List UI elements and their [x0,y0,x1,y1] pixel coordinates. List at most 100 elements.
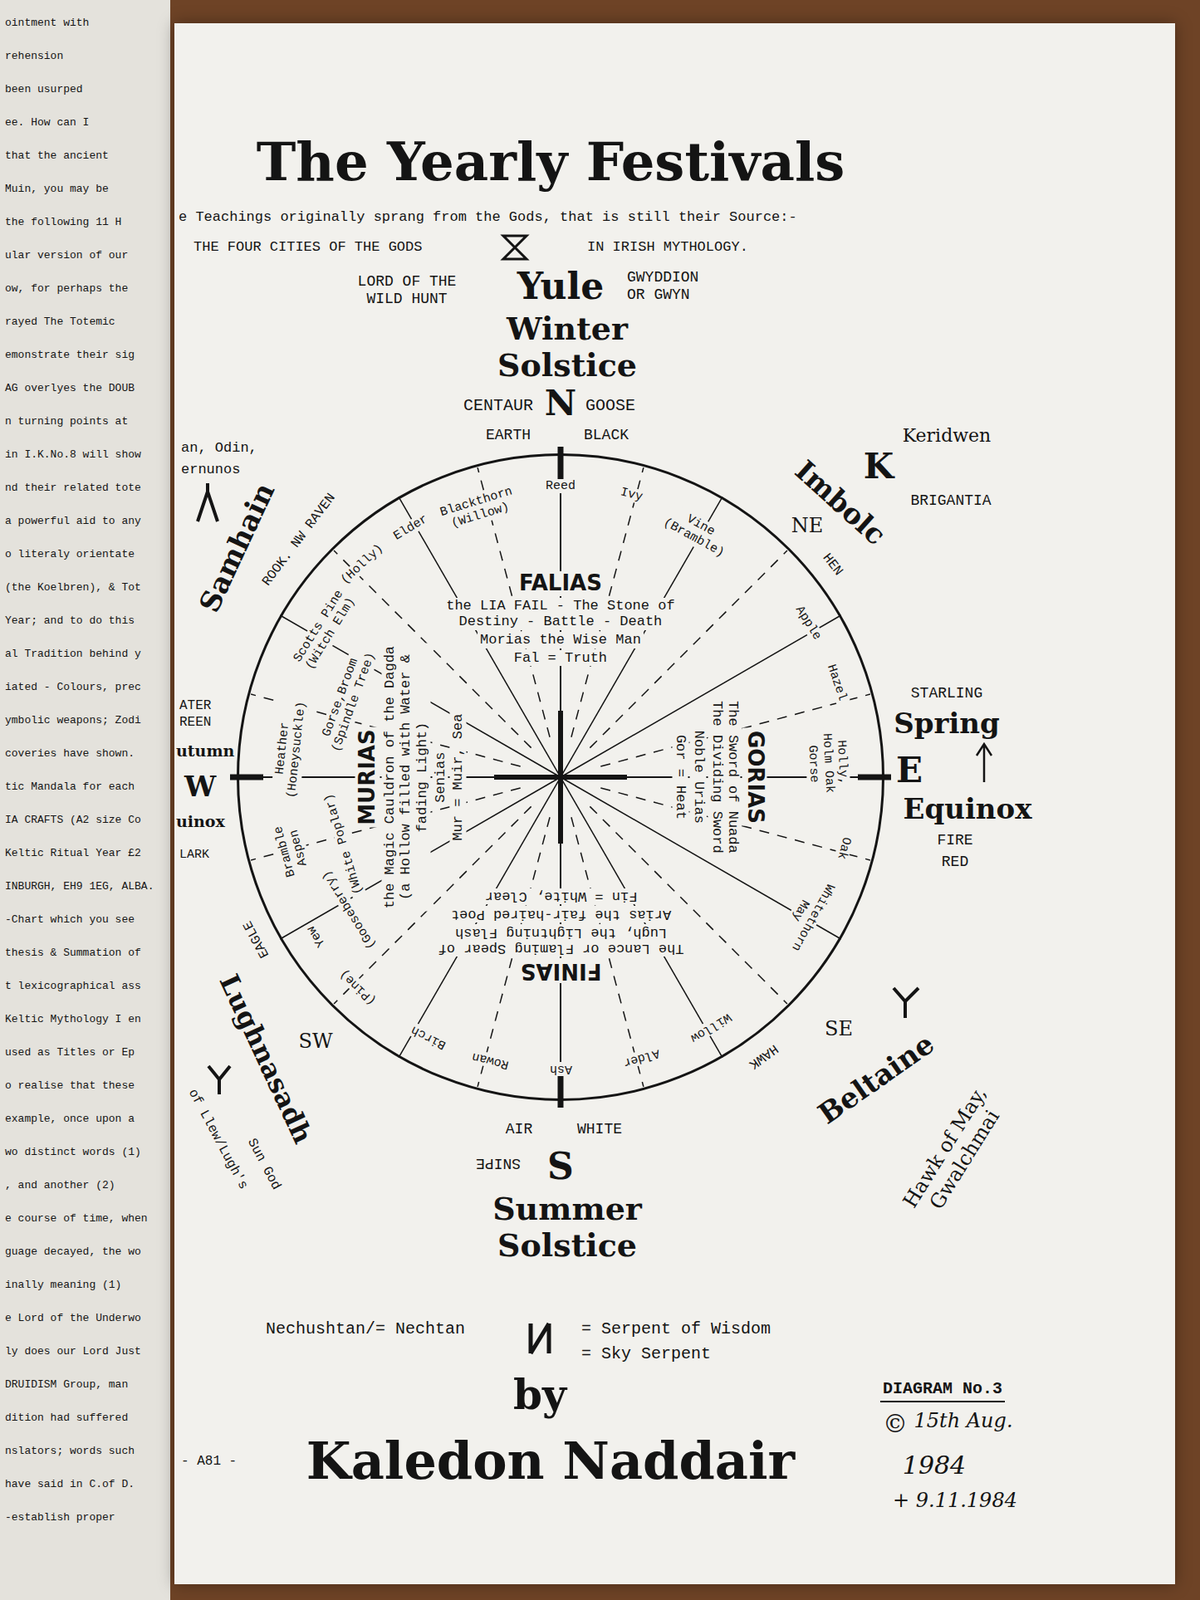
page-text-fragment: ular version of our [4,249,128,263]
tree-label: Ash [546,1061,574,1076]
diagram-label: W [184,770,216,804]
diagram-label: N [544,383,577,424]
cross-arm [494,774,561,780]
diagram-label: WHITE [577,1121,623,1139]
diagram-label: Equinox [903,793,1033,826]
city-text: Fal = Truth [511,650,610,667]
city-text: Fin = White, Clear [481,888,640,906]
diagram-label: CENTAUR [463,396,534,416]
diagram-label: utumn [176,742,235,761]
page-text-fragment: ow, for perhaps the [4,283,128,296]
page-text-fragment: a powerful aid to any [4,515,142,529]
page-text-fragment: e course of time, when [4,1213,148,1226]
city-text: The Lance or Flaming Spear of Lugh, the … [431,924,691,957]
city-text: Morias the Wise Man [477,631,644,649]
title: The Yearly Festivals [256,131,846,193]
page-text-fragment: ointment with [4,17,89,30]
city-name: FALIAS [516,571,605,597]
page-text-fragment: n turning points at [4,416,128,429]
page-text-fragment: ly does our Lord Just [4,1346,142,1359]
diagram-label: K [863,446,895,487]
tree-label: Rowan [467,1048,513,1073]
city-text: Gor = Heat [671,732,689,823]
serpent-symbol [530,1323,549,1354]
diagram-label: S [547,1146,574,1189]
diagram-label: 1984 [902,1451,966,1481]
page-text-fragment: been usurped [4,83,84,97]
diagram-label: DIAGRAM No.3 [882,1379,1003,1399]
diagram-label: Keridwen [902,425,992,446]
diagram-label: EARTH [485,426,531,445]
page-text-fragment: have said in C.of D. [4,1479,135,1492]
diagram-label: GWYDDION OR GWYN [626,269,699,304]
page-text-fragment: tic Mandala for each [4,781,135,794]
city-name: MURIAS [354,726,380,828]
tree-label: Willow [685,1008,736,1047]
tree-label: Alder [618,1044,664,1071]
diagram-label: Samhain [192,478,281,618]
page-text-fragment: iated - Colours, prec [4,681,142,695]
page-text-fragment: Year; and to do this [4,615,135,628]
dashed-spoke [333,806,532,1005]
page-text-fragment: -establish proper [4,1512,116,1525]
city-text: the Magic Cauldron of the Dagda (a Hollo… [381,643,431,912]
diagram-label: LORD OF THE WILD HUNT [357,273,457,308]
tree-label: Blackthorn (Willow) [435,483,521,534]
diagram-label: ATER [179,698,211,714]
wheel-rim [238,455,884,1101]
beltaine-symbol [893,988,919,1019]
city-name: GORIAS [741,728,767,827]
diagram-label: Winter Solstice [497,310,637,383]
page-text-fragment: nslators; words such [4,1445,135,1459]
diagram-label: + 9.11.1984 [892,1489,1018,1514]
page-text-fragment: , and another (2) [4,1180,116,1193]
tree-label: (Holly) [336,539,388,590]
page-text-fragment: AG overlyes the DOUB [4,382,135,396]
diagram-label: THE FOUR CITIES OF THE GODS [193,239,422,256]
cross-arm [558,777,564,844]
page-text-fragment: used as Titles or Ep [4,1047,135,1060]
diagram-label: Nechushtan/= Nechtan [265,1319,466,1339]
diagram-label: Kaledon Naddair [306,1431,795,1491]
tree-label: Hazel [822,660,850,706]
page-text-fragment: ee. How can I [4,117,89,130]
samhain-symbol [197,483,218,522]
quarter-tick [558,1074,564,1108]
diagram-label: HEN [818,550,846,579]
diagram-label: © [882,1410,908,1440]
tree-label: (Pine) [335,964,382,1009]
diagram-label: e Teachings originally sprang from the G… [178,209,798,226]
page-text-fragment: o realise that these [4,1080,135,1093]
tree-label: Bramble Aspen [270,817,314,882]
tree-label: Elder [388,510,433,545]
page-text-fragment: -Chart which you see [4,914,135,927]
cross-arm [558,710,564,778]
quarter-tick [230,774,264,781]
page-text-fragment: rehension [4,50,64,64]
dashed-spoke [589,550,788,749]
page-text-fragment: nd their related tote [4,482,142,495]
diagram-label: BLACK [583,426,629,445]
diagram-label: NE [791,514,824,539]
tree-label: Birch [406,1020,451,1054]
page-text-fragment: Muin, you may be [4,183,109,196]
diagram-label: = Sky Serpent [581,1344,711,1364]
city-text: Noble Urias [689,728,706,827]
page-text-fragment: e Lord of the Underwo [4,1312,142,1326]
diagram-label: uinox [176,813,226,832]
diagram-label: HAWK [745,1040,781,1072]
quarter-tick [857,774,892,781]
city-group: GORIASThe Sword of Nuada The Dividing Sw… [670,633,769,922]
page-text-fragment: IA CRAFTS (A2 size Co [4,814,142,828]
wheel-outline [236,453,885,1102]
diagram-label: an, Odin, [181,440,258,457]
city-text: The Sword of Nuada The Dividing Sword [707,694,740,861]
diagram-label: IN IRISH MYTHOLOGY. [587,239,749,256]
diagram-label: EAGLE [240,917,273,960]
dashed-spoke [589,806,788,1005]
diagram-label: ernunos [181,461,240,479]
diagram-label: RED [941,853,969,872]
underline [880,1400,1005,1403]
page-text-fragment: DRUIDISM Group, man [4,1379,128,1392]
